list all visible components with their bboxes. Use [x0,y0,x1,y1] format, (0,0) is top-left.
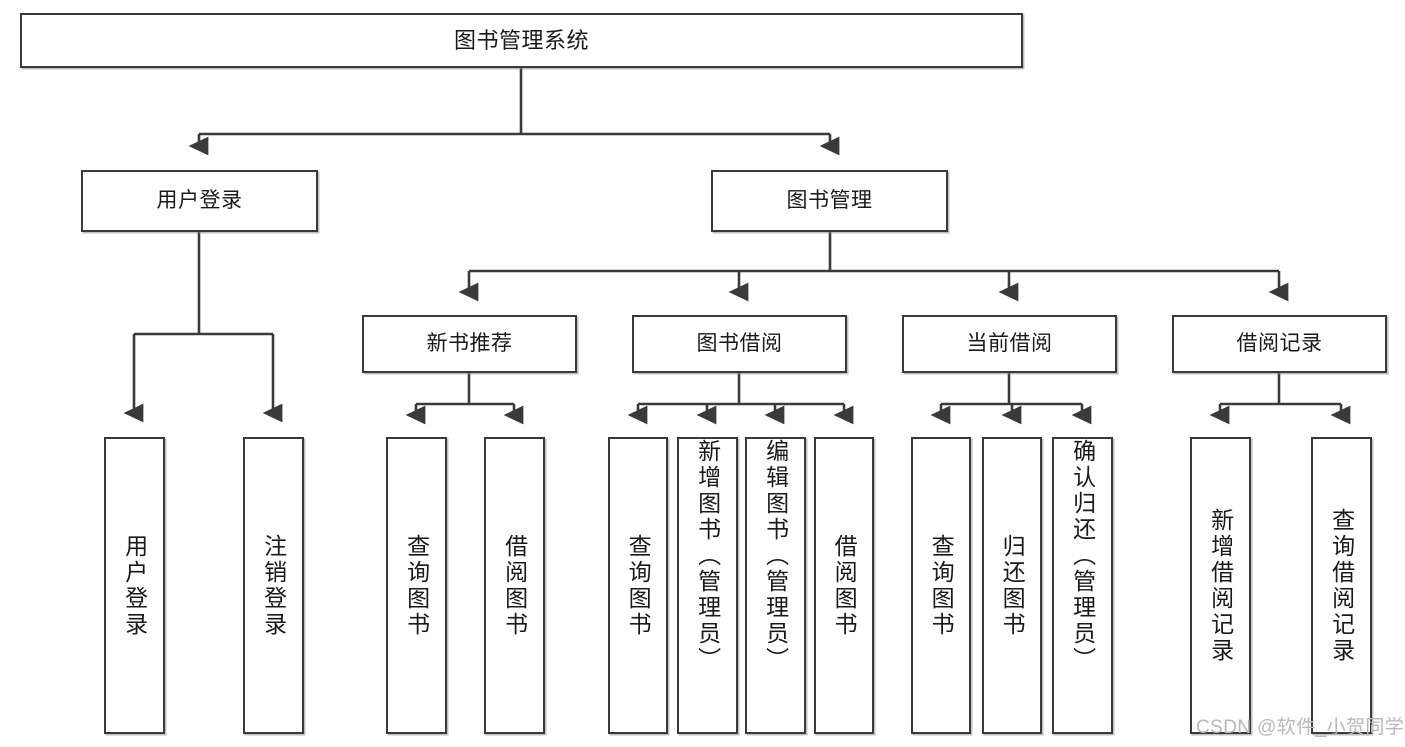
leaf-borrow-book-1[interactable]: 借阅图书 [484,437,545,734]
leaf-edit-book[interactable]: 编辑图书（管理员） [745,437,806,734]
node-book-management-label: 图书管理 [786,188,873,212]
node-borrow-record-label: 借阅记录 [1236,331,1323,355]
leaf-return-book-label: 归还图书 [999,533,1026,638]
leaf-confirm-return-label: 确认归还（管理员） [1069,439,1096,673]
leaf-query-borrow-record[interactable]: 查询借阅记录 [1311,437,1372,734]
leaf-edit-book-label: 编辑图书（管理员） [762,439,789,673]
leaf-query-borrow-record-label: 查询借阅记录 [1328,507,1355,664]
node-root[interactable]: 图书管理系统 [20,13,1023,68]
leaf-user-login-label: 用户登录 [121,533,148,638]
leaf-add-borrow-record-label: 新增借阅记录 [1207,507,1234,664]
node-book-management[interactable]: 图书管理 [711,170,948,232]
leaf-add-book-label: 新增图书（管理员） [694,439,721,673]
leaf-query-book-3[interactable]: 查询图书 [911,437,971,734]
node-user-login-label: 用户登录 [156,188,243,212]
leaf-add-book[interactable]: 新增图书（管理员） [677,437,738,734]
leaf-confirm-return[interactable]: 确认归还（管理员） [1052,437,1113,734]
leaf-query-book-1[interactable]: 查询图书 [386,437,447,734]
node-borrow-record[interactable]: 借阅记录 [1172,315,1387,373]
csdn-watermark: CSDN @软件_小贺同学 [1196,717,1405,738]
node-current-borrow-label: 当前借阅 [966,331,1053,355]
leaf-user-logout[interactable]: 注销登录 [243,437,304,734]
leaf-user-login[interactable]: 用户登录 [104,437,165,734]
leaf-query-book-3-label: 查询图书 [928,533,955,638]
leaf-user-logout-label: 注销登录 [260,533,287,638]
leaf-query-book-2[interactable]: 查询图书 [608,437,668,734]
node-new-book-recommend[interactable]: 新书推荐 [362,315,577,373]
leaf-query-book-2-label: 查询图书 [625,533,652,638]
leaf-query-book-1-label: 查询图书 [403,533,430,638]
leaf-borrow-book-1-label: 借阅图书 [501,533,528,638]
node-user-login[interactable]: 用户登录 [81,170,318,232]
node-book-borrow[interactable]: 图书借阅 [632,315,847,373]
node-book-borrow-label: 图书借阅 [696,331,783,355]
leaf-borrow-book-2[interactable]: 借阅图书 [814,437,874,734]
leaf-add-borrow-record[interactable]: 新增借阅记录 [1190,437,1251,734]
node-current-borrow[interactable]: 当前借阅 [902,315,1117,373]
node-new-book-recommend-label: 新书推荐 [426,331,513,355]
leaf-return-book[interactable]: 归还图书 [982,437,1042,734]
leaf-borrow-book-2-label: 借阅图书 [831,533,858,638]
node-root-label: 图书管理系统 [453,27,589,53]
